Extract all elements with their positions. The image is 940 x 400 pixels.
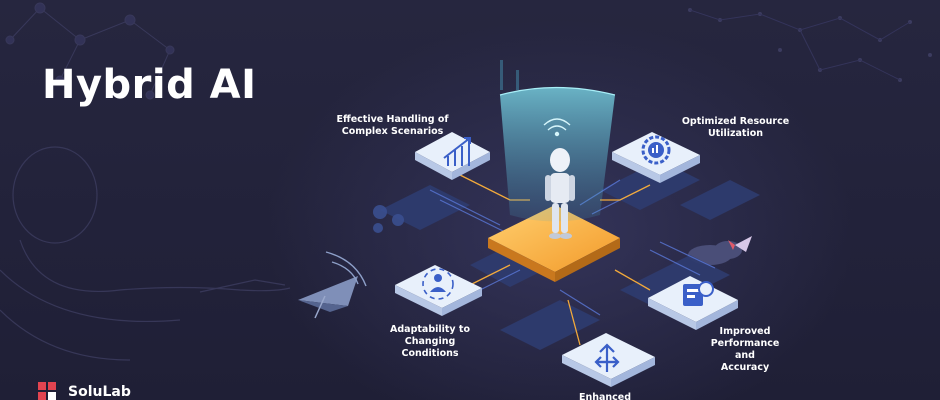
gear-chart-icon xyxy=(641,135,671,165)
feature-label-resource: Optimized Resource Utilization xyxy=(681,116,790,139)
chart-growth-icon xyxy=(443,137,471,166)
feature-label-complex: Effective Handling of Complex Scenarios xyxy=(336,114,449,137)
page-title: Hybrid AI xyxy=(42,62,257,108)
brand-name: SoluLab xyxy=(68,384,131,400)
arrows-split-icon xyxy=(594,343,620,372)
feature-tile-enhanced xyxy=(562,333,655,387)
molecule-network-decoration xyxy=(5,2,175,100)
wifi-icon xyxy=(543,118,571,137)
feature-label-adapt: Adaptability to Changing Conditions xyxy=(390,324,470,359)
feature-tile-adapt xyxy=(395,265,482,316)
solulab-logo-icon xyxy=(38,382,56,400)
feature-label-enhanced: Enhanced xyxy=(578,392,632,400)
gear-cluster-decoration xyxy=(373,205,404,233)
people-cycle-icon xyxy=(422,268,454,300)
feature-tile-performance xyxy=(648,276,738,330)
satellite-dish-icon xyxy=(298,251,367,319)
feature-label-performance: Improved Performance and Accuracy xyxy=(710,326,780,373)
robot-figure xyxy=(545,148,575,239)
feature-tile-complex xyxy=(415,132,490,180)
dashboard-gear-icon xyxy=(683,281,714,306)
robot-silhouette-decoration xyxy=(0,146,291,361)
feature-tile-resource xyxy=(612,132,700,183)
